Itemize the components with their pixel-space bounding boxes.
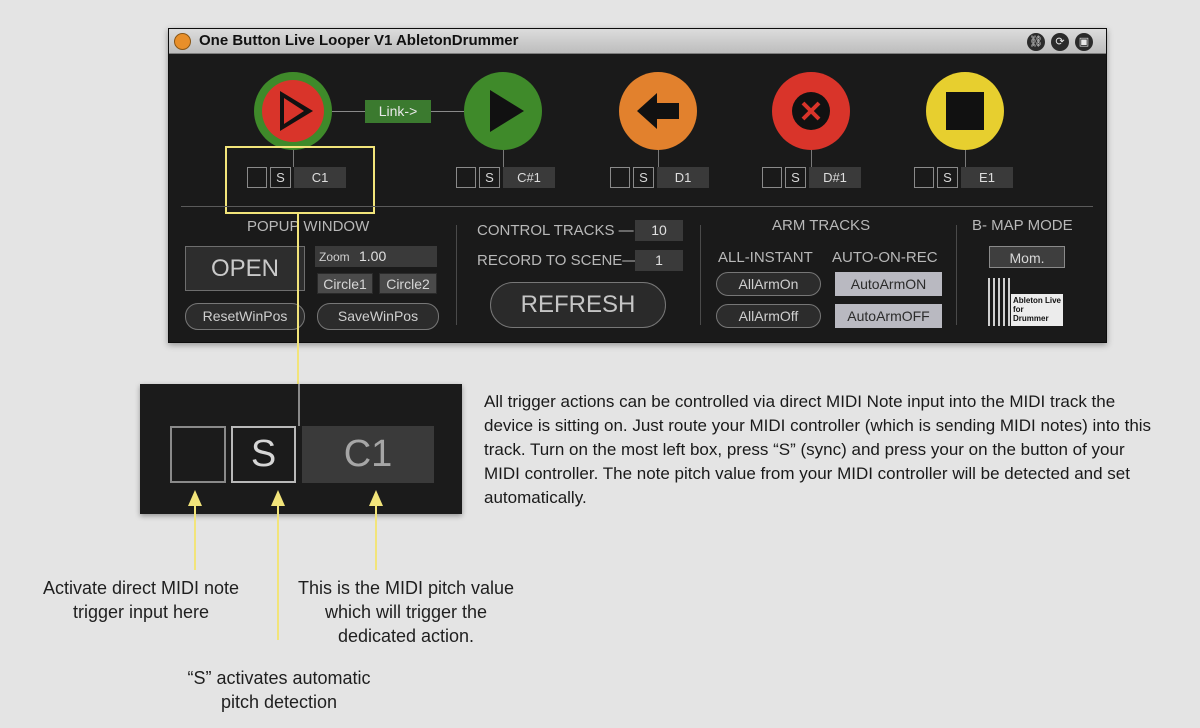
refresh-icon[interactable]: ⟳ bbox=[1051, 33, 1069, 51]
circle2-button[interactable]: Circle2 bbox=[379, 273, 437, 294]
zoom-sync-button: S bbox=[231, 426, 296, 483]
stop-icon bbox=[946, 92, 984, 130]
note-stem bbox=[811, 150, 812, 167]
midi-note-toggle[interactable] bbox=[456, 167, 476, 188]
zoom-value: 1.00 bbox=[359, 248, 387, 264]
logo-text: Ableton Live for Drummer bbox=[1013, 296, 1062, 323]
device-toggle-button[interactable] bbox=[174, 33, 191, 50]
clear-x-icon bbox=[792, 92, 830, 130]
zoom-field[interactable]: Zoom 1.00 bbox=[315, 246, 437, 267]
caption-pitch: This is the MIDI pitch value which will … bbox=[297, 578, 515, 646]
stop-trigger-button[interactable] bbox=[926, 72, 1004, 150]
record-to-scene-label: RECORD TO SCENE— bbox=[477, 252, 638, 269]
divider bbox=[956, 225, 957, 325]
play-trigger-button[interactable] bbox=[464, 72, 542, 150]
circle1-button[interactable]: Circle1 bbox=[317, 273, 373, 294]
chain-icon[interactable]: ⛓ bbox=[1027, 33, 1045, 51]
all-arm-off-button[interactable]: AllArmOff bbox=[716, 304, 821, 328]
divider bbox=[181, 206, 1093, 207]
control-tracks-label: CONTROL TRACKS — bbox=[477, 222, 634, 239]
link-connector bbox=[431, 111, 464, 112]
pitch-value[interactable]: C#1 bbox=[503, 167, 555, 188]
sync-button[interactable]: S bbox=[270, 167, 291, 188]
save-win-pos-button[interactable]: SaveWinPos bbox=[317, 303, 439, 330]
midi-note-toggle[interactable] bbox=[247, 167, 267, 188]
pitch-value[interactable]: D#1 bbox=[809, 167, 861, 188]
sync-button[interactable]: S bbox=[479, 167, 500, 188]
arrow-up-icon bbox=[271, 490, 285, 640]
title-bar: One Button Live Looper V1 AbletonDrummer… bbox=[169, 29, 1106, 54]
callout-line bbox=[297, 213, 299, 385]
zoom-midi-note-toggle bbox=[170, 426, 226, 483]
sync-button[interactable]: S bbox=[937, 167, 958, 188]
all-arm-on-button[interactable]: AllArmOn bbox=[716, 272, 821, 296]
midi-note-toggle[interactable] bbox=[610, 167, 630, 188]
reset-win-pos-button[interactable]: ResetWinPos bbox=[185, 303, 305, 330]
arrow-up-icon bbox=[369, 490, 383, 570]
zoom-pitch-value: C1 bbox=[302, 426, 434, 483]
pitch-value[interactable]: C1 bbox=[294, 167, 346, 188]
pitch-value[interactable]: E1 bbox=[961, 167, 1013, 188]
divider bbox=[456, 225, 457, 325]
device-window: One Button Live Looper V1 AbletonDrummer… bbox=[168, 28, 1107, 343]
all-instant-label: ALL-INSTANT bbox=[718, 249, 813, 266]
highlight-frame bbox=[225, 146, 375, 214]
b-map-mode-button[interactable]: Mom. bbox=[989, 246, 1065, 268]
caption-activate: Activate direct MIDI note trigger input … bbox=[42, 578, 240, 622]
zoom-label: Zoom bbox=[319, 250, 350, 264]
midi-note-toggle[interactable] bbox=[762, 167, 782, 188]
open-popup-button[interactable]: OPEN bbox=[185, 246, 305, 291]
auto-arm-on-button[interactable]: AutoArmON bbox=[835, 272, 942, 296]
ableton-drummer-logo: Ableton Live for Drummer bbox=[985, 276, 1065, 328]
link-button[interactable]: Link-> bbox=[365, 100, 431, 123]
link-connector bbox=[332, 111, 365, 112]
zoomed-note-detail: S C1 bbox=[140, 384, 462, 514]
note-stem bbox=[503, 150, 504, 167]
undo-arrow-icon bbox=[637, 93, 679, 129]
note-stem bbox=[658, 150, 659, 167]
note-stem bbox=[293, 150, 294, 167]
record-play-trigger-button[interactable] bbox=[254, 72, 332, 150]
arrow-up-icon bbox=[188, 490, 202, 570]
play-icon bbox=[490, 90, 524, 132]
sync-button[interactable]: S bbox=[633, 167, 654, 188]
record-to-scene-field[interactable]: 1 bbox=[635, 250, 683, 271]
clear-trigger-button[interactable] bbox=[772, 72, 850, 150]
zoom-stem bbox=[298, 384, 300, 426]
auto-on-rec-label: AUTO-ON-REC bbox=[832, 249, 938, 266]
save-icon[interactable]: ▣ bbox=[1075, 33, 1093, 51]
auto-arm-off-button[interactable]: AutoArmOFF bbox=[835, 304, 942, 328]
caption-sync: “S” activates automatic pitch detection bbox=[187, 668, 371, 712]
arm-tracks-title: ARM TRACKS bbox=[772, 217, 871, 234]
pitch-value[interactable]: D1 bbox=[657, 167, 709, 188]
note-stem bbox=[965, 150, 966, 167]
control-tracks-field[interactable]: 10 bbox=[635, 220, 683, 241]
undo-trigger-button[interactable] bbox=[619, 72, 697, 150]
b-map-mode-title: B- MAP MODE bbox=[972, 217, 1073, 234]
description-text: All trigger actions can be controlled vi… bbox=[484, 392, 1152, 507]
popup-window-title: POPUP WINDOW bbox=[247, 218, 370, 235]
sync-button[interactable]: S bbox=[785, 167, 806, 188]
window-title: One Button Live Looper V1 AbletonDrummer bbox=[199, 32, 519, 49]
record-play-icon bbox=[280, 91, 313, 131]
midi-note-toggle[interactable] bbox=[914, 167, 934, 188]
divider bbox=[700, 225, 701, 325]
refresh-button[interactable]: REFRESH bbox=[490, 282, 666, 328]
